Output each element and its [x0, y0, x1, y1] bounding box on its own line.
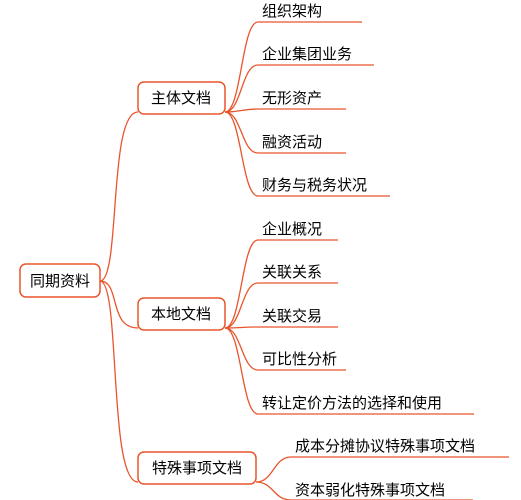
- leaf-cost-sharing-doc: 成本分摊协议特殊事项文档: [295, 437, 475, 455]
- connector-root-to-local: [99, 280, 139, 329]
- connector-special-to-leaf-0: [255, 456, 292, 483]
- branch-node-label: 主体文档: [151, 89, 211, 107]
- leaf-enterprise-overview: 企业概况: [262, 220, 322, 238]
- branch-node-main-file: 主体文档: [137, 81, 226, 115]
- branch-node-local-file: 本地文档: [137, 297, 226, 331]
- leaf-group-business: 企业集团业务: [262, 45, 352, 63]
- connector-main-to-leaf-4: [224, 111, 259, 197]
- connector-main-to-leaf-0: [224, 21, 259, 113]
- leaf-financing-activities: 融资活动: [262, 133, 322, 151]
- leaf-transfer-pricing-method: 转让定价方法的选择和使用: [262, 394, 442, 412]
- leaf-related-transactions: 关联交易: [262, 307, 322, 325]
- branch-node-box: [137, 297, 226, 331]
- branch-node-label: 特殊事项文档: [152, 459, 242, 477]
- connector-local-to-leaf-3: [224, 327, 259, 371]
- leaf-related-relations: 关联关系: [262, 263, 322, 281]
- connector-main-to-leaf-2: [224, 108, 259, 113]
- branch-node-box: [137, 81, 226, 115]
- root-node-box: [19, 263, 101, 298]
- connector-root-to-special: [99, 280, 139, 483]
- leaf-financial-tax-status: 财务与税务状况: [262, 176, 367, 194]
- connector-lines: [99, 21, 509, 500]
- leaf-org-structure: 组织架构: [262, 2, 322, 20]
- branch-node-special-file: 特殊事项文档: [137, 451, 257, 485]
- connector-local-to-leaf-4: [224, 327, 259, 415]
- connector-local-to-leaf-2: [224, 326, 259, 329]
- connector-local-to-leaf-1: [224, 282, 259, 329]
- leaf-intangible-assets: 无形资产: [262, 89, 322, 107]
- connector-main-to-leaf-1: [224, 64, 259, 113]
- connector-local-to-leaf-0: [224, 239, 259, 329]
- leaf-comparability-analysis: 可比性分析: [262, 350, 337, 368]
- leaf-thin-cap-doc: 资本弱化特殊事项文档: [295, 481, 445, 499]
- root-node: 同期资料: [19, 263, 101, 298]
- connector-main-to-leaf-3: [224, 111, 259, 154]
- connector-special-to-leaf-1: [255, 481, 292, 500]
- branch-node-label: 本地文档: [151, 305, 211, 323]
- root-node-label: 同期资料: [30, 272, 90, 290]
- branch-node-box: [137, 451, 257, 485]
- connector-root-to-main: [99, 111, 139, 282]
